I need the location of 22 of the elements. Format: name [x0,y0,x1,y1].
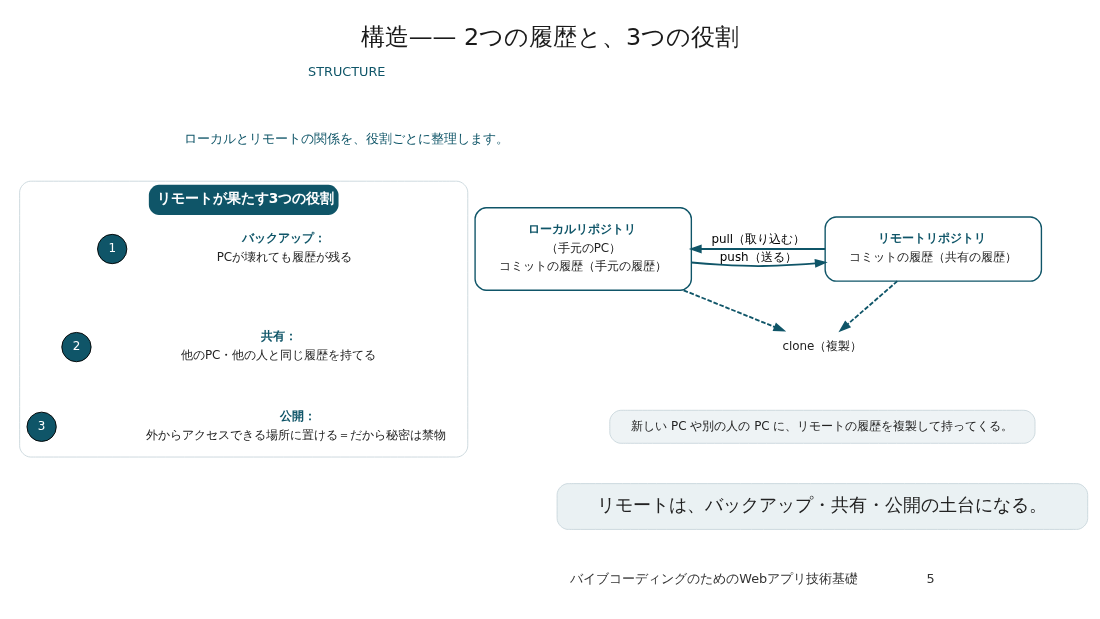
node-circle: 2 [61,331,92,363]
node-circle: 1 [97,233,128,265]
label: ローカルとリモートの関係を、役割ごとに整理します。 [184,131,510,147]
node-text: clone（複製） [782,339,863,354]
node-text: 公開： 外からアクセスできる場所に置ける＝だから秘密は禁物 [146,408,447,443]
edge-label: pull（取り込む） [711,231,806,246]
node-text: 共有： 他のPC・他の人と同じ履歴を持てる [180,329,377,363]
arrow [682,289,787,332]
node-box: リモートは、バックアップ・共有・公開の土台になる。 [556,483,1089,530]
label: 5 [926,571,935,587]
arrow [838,280,899,333]
label: STRUCTURE [308,64,386,80]
diagram-title: 構造—— 2つの履歴と、3つの役割 [360,23,740,52]
arrow [690,258,828,268]
edge-label: push（送る） [719,250,797,265]
label: バイブコーディングのためのWebアプリ技術基礎 [570,571,859,587]
node-box: 新しい PC や別の人の PC に、リモートの履歴を複製して持ってくる。 [609,409,1036,444]
node-box: リモートリポジトリ コミットの履歴（共有の履歴） [824,216,1043,282]
node-box: ローカルリポジトリ （手元のPC） コミットの履歴（手元の履歴） [474,207,693,291]
node-text: バックアップ： PCが壊れても履歴が残る [216,231,353,265]
arrow [688,244,827,254]
node-circle: 3 [26,411,57,442]
